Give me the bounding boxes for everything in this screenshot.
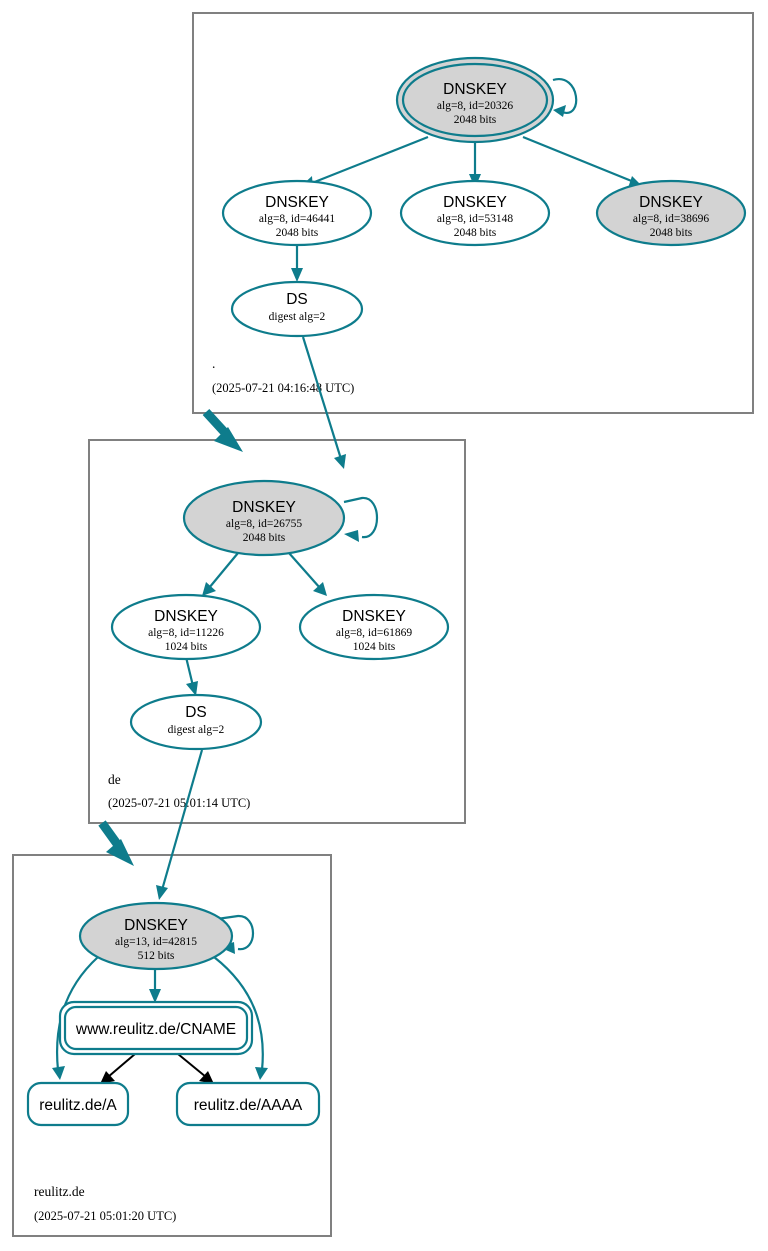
edge-delegation-de-to-reulitz <box>98 820 134 866</box>
node-rrset-www-cname[interactable]: www.reulitz.de/CNAME <box>58 1000 254 1056</box>
edge-delegation-root-to-de <box>202 408 243 452</box>
zone-timestamp-root: (2025-07-21 04:16:48 UTC) <box>212 381 354 395</box>
edge-root-ds-to-de-ksk <box>301 336 346 469</box>
node-label: DNSKEY <box>443 194 507 211</box>
node-de-zsk-61869-dnskey[interactable]: DNSKEY alg=8, id=61869 1024 bits <box>298 593 450 661</box>
node-rrset-reulitz-aaaa[interactable]: reulitz.de/AAAA <box>175 1081 321 1127</box>
node-sub-2: 2048 bits <box>276 227 319 239</box>
node-label: DNSKEY <box>342 608 406 625</box>
node-de-ds[interactable]: DS digest alg=2 <box>129 693 263 751</box>
zone-name-root: . <box>212 356 215 371</box>
node-rrset-reulitz-a[interactable]: reulitz.de/A <box>26 1081 130 1127</box>
edge-self-sign-root-ksk <box>552 78 578 117</box>
node-sub-2: 512 bits <box>138 950 175 962</box>
node-label: DNSKEY <box>443 81 507 98</box>
zone-name-reulitz: reulitz.de <box>34 1184 85 1199</box>
edge-self-sign-de-ksk <box>343 496 379 542</box>
edge-root-zsk46441-to-ds <box>291 243 303 282</box>
zone-timestamp-de: (2025-07-21 05:01:14 UTC) <box>108 796 250 810</box>
node-label: DNSKEY <box>154 608 218 625</box>
edge-de-ds-to-reulitz-ksk <box>156 749 204 900</box>
node-root-ds[interactable]: DS digest alg=2 <box>230 280 364 338</box>
node-label: DNSKEY <box>265 194 329 211</box>
node-sub-2: 2048 bits <box>650 227 693 239</box>
node-reulitz-ksk-dnskey[interactable]: DNSKEY alg=13, id=42815 512 bits <box>78 901 234 971</box>
edge-reulitz-ksk-to-aaaa <box>213 956 268 1080</box>
node-sub-1: alg=8, id=26755 <box>226 518 302 530</box>
node-label: DNSKEY <box>232 499 296 516</box>
node-sub-1: digest alg=2 <box>168 724 225 736</box>
node-label: DS <box>286 291 308 308</box>
edge-cname-to-aaaa <box>177 1053 214 1084</box>
node-label: DNSKEY <box>639 194 703 211</box>
edge-de-ksk-to-zsk11226 <box>202 552 239 596</box>
edge-cname-to-a <box>100 1053 136 1084</box>
zone-timestamp-reulitz: (2025-07-21 05:01:20 UTC) <box>34 1209 176 1223</box>
node-root-zsk-46441-dnskey[interactable]: DNSKEY alg=8, id=46441 2048 bits <box>221 179 373 247</box>
node-sub-1: alg=8, id=20326 <box>437 100 513 112</box>
node-sub-1: alg=8, id=38696 <box>633 213 709 225</box>
node-label: DNSKEY <box>124 917 188 934</box>
node-sub-1: alg=8, id=53148 <box>437 213 513 225</box>
node-sub-2: 1024 bits <box>165 641 208 653</box>
zone-name-de: de <box>108 772 121 787</box>
rrset-label: www.reulitz.de/CNAME <box>75 1021 236 1038</box>
node-sub-1: alg=8, id=46441 <box>259 213 335 225</box>
node-de-ksk-dnskey[interactable]: DNSKEY alg=8, id=26755 2048 bits <box>182 479 346 557</box>
edge-de-zsk11226-to-ds <box>184 656 198 696</box>
node-root-ksk-dnskey[interactable]: DNSKEY alg=8, id=20326 2048 bits <box>395 56 555 144</box>
node-root-zsk-38696-dnskey[interactable]: DNSKEY alg=8, id=38696 2048 bits <box>595 179 747 247</box>
node-label: DS <box>185 704 207 721</box>
node-de-zsk-11226-dnskey[interactable]: DNSKEY alg=8, id=11226 1024 bits <box>110 593 262 661</box>
node-sub-2: 2048 bits <box>454 227 497 239</box>
node-sub-1: alg=8, id=61869 <box>336 627 412 639</box>
node-sub-1: digest alg=2 <box>269 311 326 323</box>
edge-reulitz-ksk-to-cname <box>149 968 161 1003</box>
node-sub-1: alg=8, id=11226 <box>148 627 224 639</box>
edge-de-ksk-to-zsk61869 <box>288 552 327 596</box>
node-sub-1: alg=13, id=42815 <box>115 936 197 948</box>
rrset-label: reulitz.de/A <box>39 1097 117 1114</box>
node-root-zsk-53148-dnskey[interactable]: DNSKEY alg=8, id=53148 2048 bits <box>399 179 551 247</box>
node-sub-2: 2048 bits <box>243 532 286 544</box>
node-sub-2: 2048 bits <box>454 114 497 126</box>
node-sub-2: 1024 bits <box>353 641 396 653</box>
rrset-label: reulitz.de/AAAA <box>194 1097 303 1114</box>
